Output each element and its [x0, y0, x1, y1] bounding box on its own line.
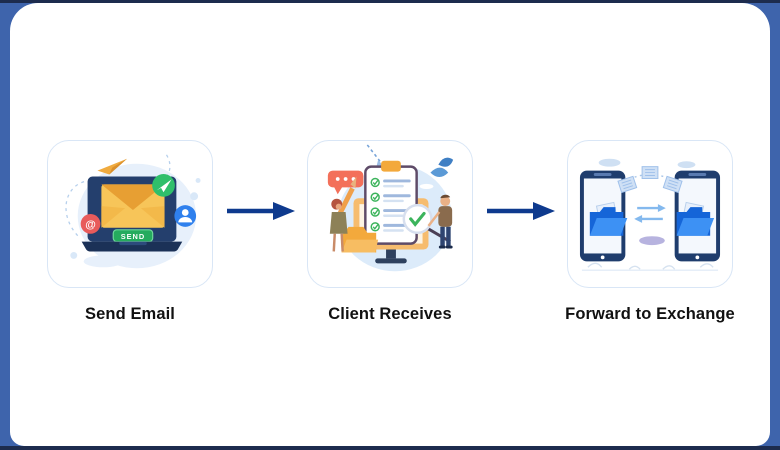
content-panel: SEND	[10, 3, 770, 446]
step-label-client-receives: Client Receives	[328, 305, 452, 323]
man-figure	[427, 194, 453, 249]
flow-arrow-slot	[213, 202, 307, 220]
step-send-email: SEND	[47, 140, 213, 324]
open-folder-right-icon	[676, 201, 715, 236]
paper-plane-icon	[97, 158, 128, 175]
at-sign-badge-icon: @	[80, 214, 101, 234]
step-card-send-email: SEND	[47, 140, 213, 288]
frame-top-edge	[0, 0, 780, 3]
file-icon	[662, 175, 683, 194]
envelope-icon	[101, 184, 165, 228]
frame-bottom-edge	[0, 446, 780, 450]
user-badge-icon	[174, 205, 197, 227]
svg-text:@: @	[85, 219, 96, 231]
step-client-receives: Client Receives	[307, 140, 473, 324]
laptop-icon: SEND	[81, 176, 183, 252]
right-arrow-icon	[487, 202, 555, 220]
right-arrow-icon	[227, 202, 295, 220]
step-card-forward-to-exchange	[567, 140, 733, 288]
sync-arrows-icon	[634, 204, 666, 223]
file-icon	[617, 175, 638, 194]
folder-icon	[341, 226, 379, 253]
bushes	[587, 262, 714, 270]
forward-to-exchange-illustration	[579, 158, 721, 271]
flow-arrow-slot	[473, 202, 567, 220]
step-card-client-receives	[307, 140, 473, 288]
send-plane-badge-icon	[152, 174, 175, 197]
send-button-graphic: SEND	[112, 229, 154, 243]
svg-text:SEND: SEND	[121, 232, 145, 241]
leaves-icon	[430, 157, 454, 178]
step-forward-to-exchange: Forward to Exchange	[565, 140, 735, 324]
woman-figure	[329, 176, 357, 252]
open-folder-left-icon	[589, 201, 628, 236]
step-label-send-email: Send Email	[85, 305, 175, 323]
step-label-forward-to-exchange: Forward to Exchange	[565, 305, 735, 323]
send-email-illustration: SEND	[65, 154, 201, 269]
client-receives-illustration	[327, 144, 454, 272]
process-flow: SEND	[10, 140, 770, 324]
magnifier-check-icon	[402, 203, 451, 243]
cloud-icon	[598, 158, 621, 167]
file-icon	[641, 166, 659, 179]
